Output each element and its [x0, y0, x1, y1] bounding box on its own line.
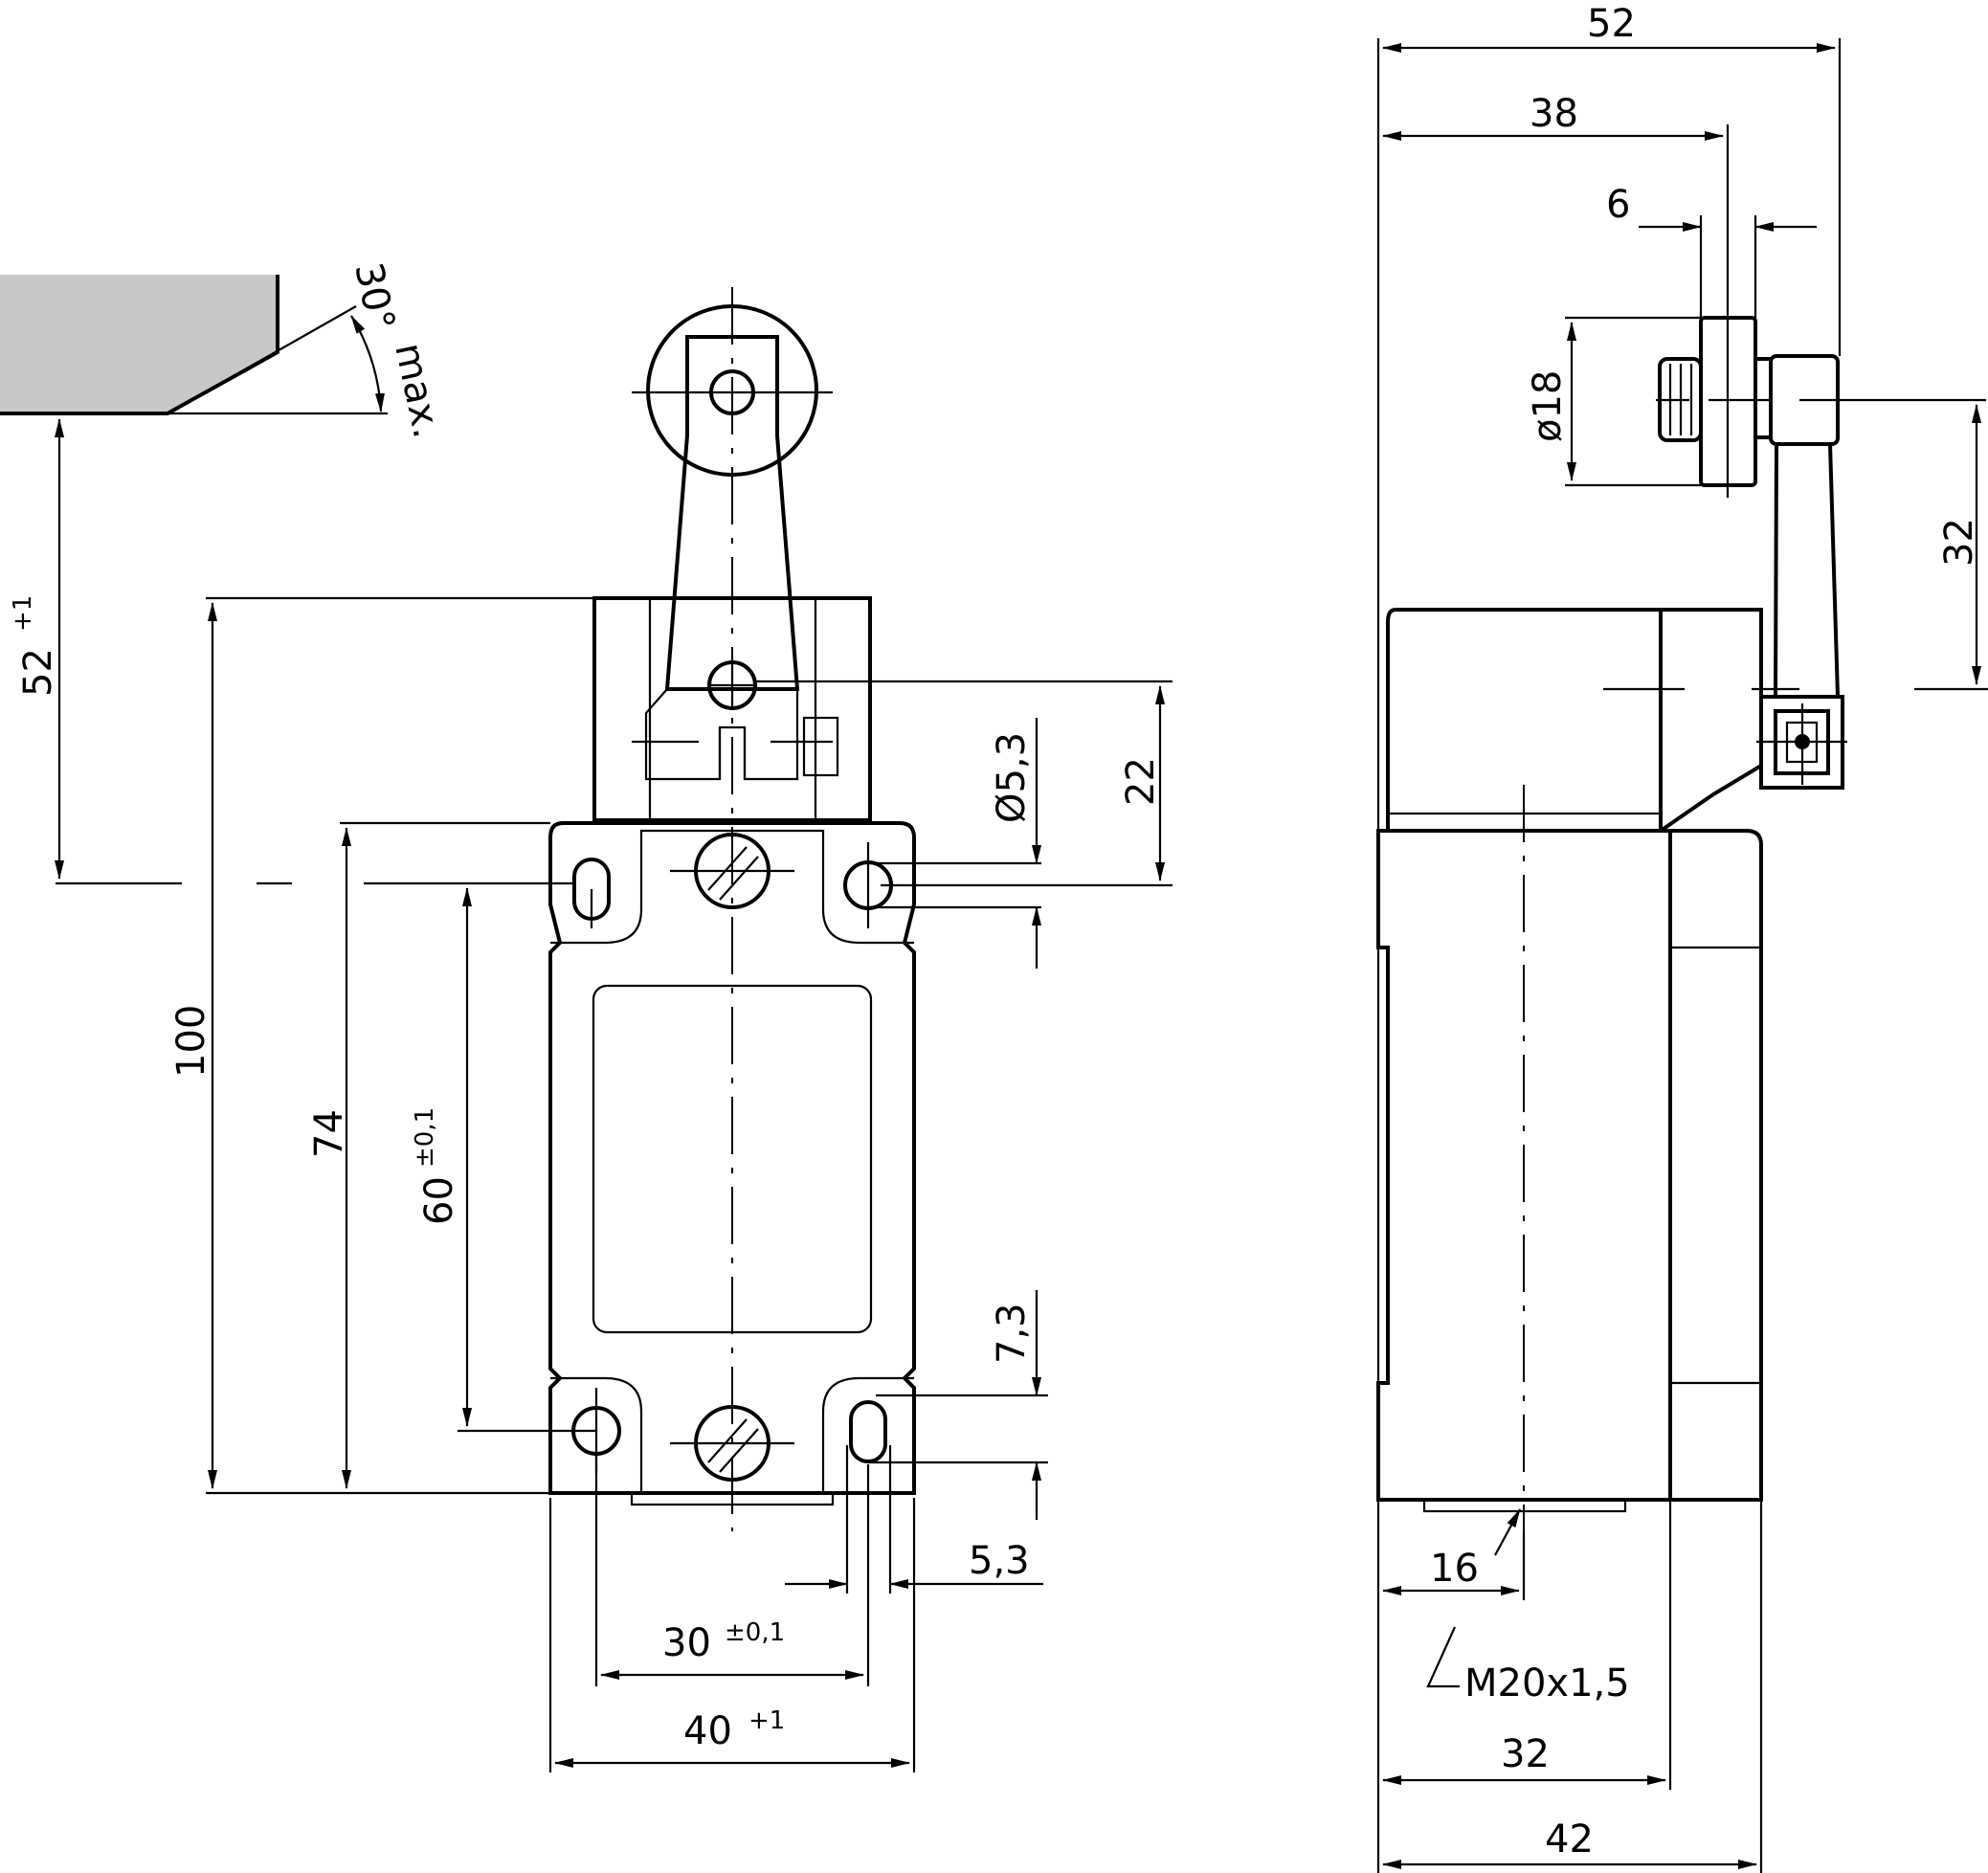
- dim-32-vertical: [1914, 404, 1988, 691]
- dim-38: [1382, 124, 1730, 292]
- dim-52-front-label: 52: [16, 648, 60, 697]
- dim-60-label: 60: [417, 1176, 461, 1225]
- dim-30-label: 30: [662, 1621, 711, 1665]
- thread-label: M20x1,5: [1464, 1661, 1630, 1706]
- dim-60: [364, 881, 596, 1433]
- dim-6-label: 6: [1606, 183, 1630, 227]
- dim-32-vertical-label: 32: [1937, 518, 1981, 567]
- thread-callout: [1426, 1626, 1460, 1688]
- dim-74: [340, 821, 550, 1489]
- dim-16: [1382, 1508, 1526, 1600]
- dim-dia18-label: ø18: [1526, 370, 1570, 442]
- dim-100: [206, 596, 594, 1495]
- dim-5-3: [785, 1445, 1043, 1594]
- dim-dia18: [1565, 316, 1701, 487]
- dim-hole-dia-label: Ø5,3: [990, 732, 1034, 823]
- dim-30-tol: ±0,1: [725, 1618, 785, 1647]
- dim-30: [594, 1455, 870, 1686]
- dim-52-side: [1376, 38, 1842, 1873]
- dim-42-label: 42: [1545, 1817, 1594, 1862]
- dim-7-3: [868, 1290, 1048, 1520]
- dim-40: [548, 1498, 916, 1773]
- dim-100-label: 100: [169, 1005, 213, 1078]
- cam-ramp: [0, 275, 388, 415]
- dim-40-tol: +1: [748, 1706, 785, 1735]
- dim-5-3-label: 5,3: [969, 1539, 1030, 1583]
- front-centerlines: [590, 287, 870, 1531]
- dim-32-bottom: [1382, 1500, 1672, 1790]
- dim-7-3-label: 7,3: [990, 1303, 1034, 1364]
- dim-42: [1382, 1500, 1763, 1873]
- dim-22: [756, 680, 1173, 887]
- side-centerlines: [1523, 292, 1986, 1531]
- cam-angle-note: max.: [386, 340, 449, 442]
- dim-6: [1639, 215, 1817, 359]
- dim-38-label: 38: [1530, 92, 1578, 136]
- dim-52-front-tol: +1: [9, 595, 37, 632]
- dim-60-tol: ±0,1: [411, 1107, 439, 1168]
- dim-52-front: [55, 418, 292, 885]
- dim-32-bottom-label: 32: [1501, 1732, 1550, 1776]
- dim-22-label: 22: [1119, 757, 1163, 806]
- dim-40-label: 40: [683, 1709, 732, 1753]
- dim-52-side-label: 52: [1587, 2, 1636, 46]
- dim-16-label: 16: [1430, 1547, 1479, 1591]
- dim-hole-dia: [868, 718, 1041, 969]
- dim-74-label: 74: [307, 1109, 351, 1158]
- side-view-switch: [1376, 316, 1844, 1513]
